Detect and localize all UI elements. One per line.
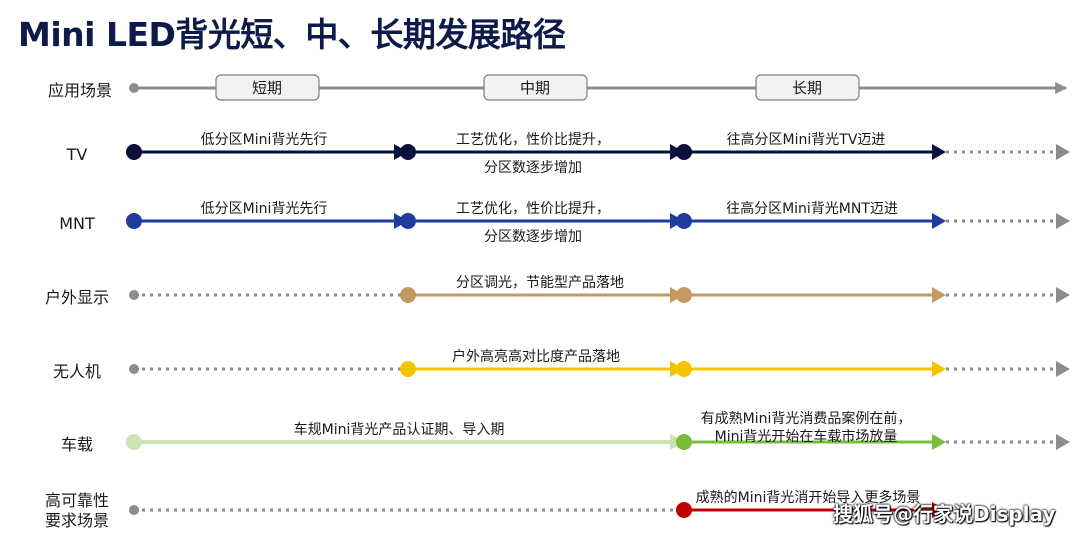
- row-drone-arrowhead-3: [1056, 361, 1070, 377]
- phase-box-long: 长期: [755, 74, 860, 101]
- row-high-arrowhead-1: [932, 502, 946, 518]
- row-tv-milestone-dot-2: [676, 144, 692, 160]
- row-label-drone: 无人机: [53, 362, 101, 381]
- row-outdoor-start-dot-0: [129, 290, 139, 300]
- row-mnt-milestone-dot-1: [400, 213, 416, 229]
- row-outdoor: 户外显示 分区调光，节能型产品落地: [45, 275, 1070, 307]
- row-high-start-dot-0: [129, 505, 139, 515]
- row-mnt-arrowhead-2: [932, 213, 946, 229]
- row-tv-arrowhead-3: [1056, 144, 1070, 160]
- row-tv-text-1: 工艺优化，性价比提升，: [456, 132, 610, 148]
- row-auto-text-1: Mini背光开始在车载市场放量: [715, 428, 898, 445]
- row-tv-text-1: 分区数逐步增加: [484, 160, 582, 176]
- phase-box-mid: 中期: [483, 74, 588, 101]
- row-mnt-milestone-dot-0: [126, 213, 142, 229]
- row-mnt-text-1: 分区数逐步增加: [484, 229, 582, 245]
- row-outdoor-text-0: 分区调光，节能型产品落地: [456, 275, 624, 291]
- phase-label-mid: 中期: [520, 79, 550, 97]
- row-auto-arrowhead-1: [932, 434, 946, 450]
- row-tv-text-2: 往高分区Mini背光TV迈进: [727, 131, 886, 148]
- row-tv-milestone-dot-0: [126, 144, 142, 160]
- row-label-high: 高可靠性: [45, 491, 109, 510]
- row-mnt-arrowhead-3: [1056, 213, 1070, 229]
- row-drone-text-0: 户外高亮高对比度产品落地: [452, 348, 620, 365]
- row-mnt-text-0: 低分区Mini背光先行: [201, 201, 328, 217]
- row-drone: 无人机 户外高亮高对比度产品落地: [53, 348, 1070, 381]
- row-mnt-text-2: 往高分区Mini背光MNT迈进: [726, 200, 898, 217]
- phase-box-short: 短期: [215, 74, 320, 101]
- row-tv-arrowhead-2: [932, 144, 946, 160]
- row-label-auto: 车载: [61, 435, 93, 454]
- row-label-mnt: MNT: [59, 214, 95, 233]
- phase-label-short: 短期: [252, 79, 282, 97]
- row-auto-text-1: 有成熟Mini背光消费品案例在前，: [701, 410, 912, 427]
- row-drone-arrowhead-2: [932, 361, 946, 377]
- row-auto: 车载 车规Mini背光产品认证期、导入期 有成熟Mini背光消费品案例在前，Mini…: [61, 410, 1070, 454]
- row-outdoor-arrowhead-2: [932, 287, 946, 303]
- row-mnt: MNT 低分区Mini背光先行 工艺优化，性价比提升， 分区数逐步增加 往高分区Mini…: [59, 200, 1070, 245]
- row-label-outdoor: 户外显示: [45, 288, 109, 307]
- row-outdoor-arrowhead-3: [1056, 287, 1070, 303]
- header-label: 应用场景: [48, 81, 112, 100]
- row-drone-milestone-dot-1: [676, 361, 692, 377]
- row-label-high: 要求场景: [45, 511, 109, 530]
- row-tv-milestone-dot-1: [400, 144, 416, 160]
- header-start-dot: [129, 83, 139, 93]
- row-outdoor-milestone-dot-0: [400, 287, 416, 303]
- row-label-tv: TV: [66, 145, 88, 164]
- watermark-text: 搜狐号@行家说Display: [833, 502, 1056, 526]
- header-row: 应用场景 短期 中期 长期: [48, 74, 1068, 101]
- row-tv-text-0: 低分区Mini背光先行: [201, 132, 328, 148]
- rows-layer: TV低分区Mini背光先行工艺优化，性价比提升，分区数逐步增加往高分区Mini背…: [45, 131, 1070, 530]
- row-auto-text-0: 车规Mini背光产品认证期、导入期: [294, 421, 505, 438]
- row-auto-start-dot-0: [126, 434, 142, 450]
- row-high-milestone-dot-0: [676, 502, 692, 518]
- row-mnt-text-1: 工艺优化，性价比提升，: [456, 201, 610, 217]
- row-drone-milestone-dot-0: [400, 361, 416, 377]
- row-outdoor-milestone-dot-1: [676, 287, 692, 303]
- row-high-text-0: 成熟的Mini背光消开始导入更多场景: [696, 489, 921, 506]
- phase-label-long: 长期: [792, 79, 822, 97]
- page-title: Mini LED背光短、中、长期发展路径: [18, 15, 566, 54]
- row-auto-milestone-dot-0: [676, 434, 692, 450]
- row-auto-arrowhead-2: [1056, 434, 1070, 450]
- row-drone-start-dot-0: [129, 364, 139, 374]
- row-mnt-milestone-dot-2: [676, 213, 692, 229]
- row-tv: TV 低分区Mini背光先行 工艺优化，性价比提升， 分区数逐步增加 往高分区Mini背…: [66, 131, 1070, 176]
